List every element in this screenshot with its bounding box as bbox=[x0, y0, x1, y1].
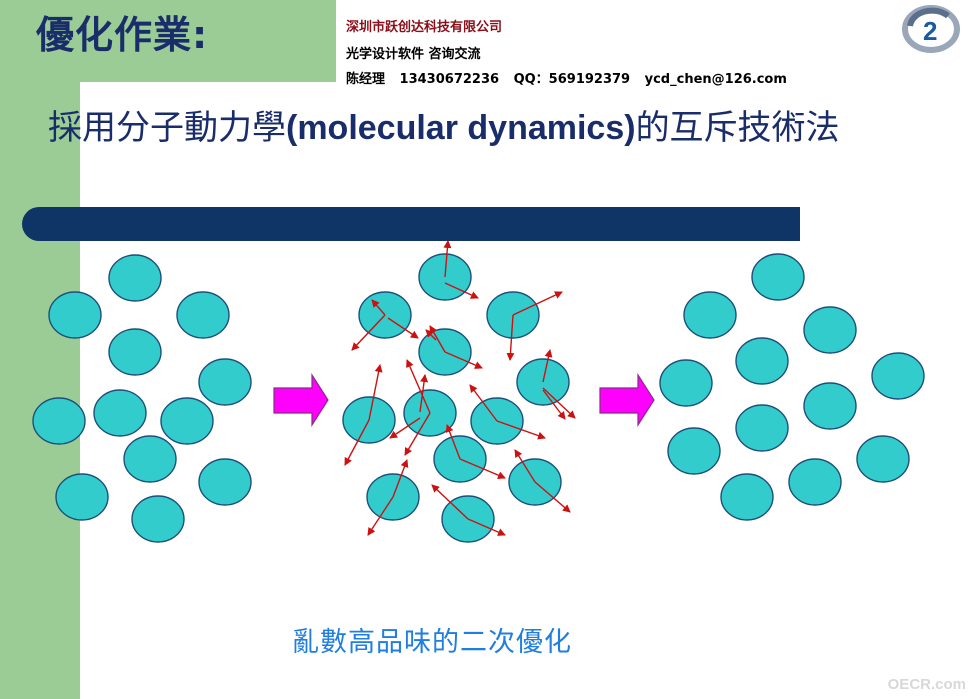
right-arrow-icon bbox=[273, 372, 329, 428]
svg-text:2: 2 bbox=[923, 16, 937, 46]
particles-before bbox=[32, 254, 252, 543]
red-arrow-icon bbox=[419, 374, 429, 413]
particle bbox=[32, 397, 86, 445]
red-arrow-icon bbox=[344, 419, 370, 466]
red-arrow-icon bbox=[512, 291, 563, 316]
particle bbox=[123, 435, 177, 483]
particle bbox=[93, 389, 147, 437]
heading-cn-after: 的互斥技術法 bbox=[635, 108, 840, 148]
particle bbox=[803, 306, 857, 354]
red-arrow-icon bbox=[404, 412, 431, 456]
contact-name: 陈经理 bbox=[346, 72, 386, 87]
particle bbox=[751, 253, 805, 301]
contact-phone: 13430672236 bbox=[399, 72, 500, 87]
slide-heading: 採用分子動力學(molecular dynamics)的互斥技術法 bbox=[48, 100, 840, 149]
red-arrow-icon bbox=[368, 364, 383, 421]
particle bbox=[667, 427, 721, 475]
particle bbox=[108, 328, 162, 376]
red-arrow-icon bbox=[469, 384, 498, 422]
red-arrow-icon bbox=[506, 314, 515, 361]
molecular-dynamics-diagram bbox=[32, 240, 925, 543]
particle bbox=[735, 404, 789, 452]
red-arrow-icon bbox=[444, 282, 479, 299]
particle bbox=[198, 458, 252, 506]
particle bbox=[720, 473, 774, 521]
red-arrow-icon bbox=[371, 299, 386, 316]
red-arrow-icon bbox=[459, 458, 506, 479]
particle bbox=[856, 435, 910, 483]
particle bbox=[803, 382, 857, 430]
red-arrow-icon bbox=[496, 420, 546, 440]
particle bbox=[788, 458, 842, 506]
red-arrow-icon bbox=[443, 240, 452, 278]
red-arrow-icon bbox=[425, 329, 437, 341]
particles-after bbox=[659, 253, 925, 521]
red-arrow-icon bbox=[389, 417, 421, 439]
particle bbox=[160, 397, 214, 445]
slide-caption: 亂數高品味的二次優化 bbox=[292, 627, 572, 658]
particle bbox=[871, 352, 925, 400]
velocity-arrows bbox=[344, 240, 576, 536]
header-bar bbox=[22, 207, 800, 241]
red-arrow-icon bbox=[444, 351, 483, 369]
particle bbox=[48, 291, 102, 339]
red-arrow-icon bbox=[542, 389, 566, 420]
particle bbox=[198, 358, 252, 406]
particle bbox=[55, 473, 109, 521]
heading-english: (molecular dynamics) bbox=[286, 109, 636, 147]
particle bbox=[659, 359, 713, 407]
red-arrow-icon bbox=[534, 481, 571, 513]
company-name: 深圳市跃创达科技有限公司 bbox=[346, 20, 503, 35]
particle bbox=[735, 337, 789, 385]
red-arrow-icon bbox=[514, 449, 536, 483]
contact-info: 陈经理 13430672236 QQ：569192379 ycd_chen@12… bbox=[346, 68, 797, 87]
red-arrow-icon bbox=[467, 518, 506, 536]
particles-middle bbox=[342, 253, 570, 543]
contact-qq: QQ：569192379 bbox=[513, 72, 631, 87]
right-arrow-icon bbox=[599, 372, 655, 428]
company-logo-icon: 2 bbox=[902, 5, 960, 53]
particle bbox=[683, 291, 737, 339]
company-tagline: 光学设计软件 咨询交流 bbox=[346, 47, 481, 62]
red-arrow-icon bbox=[351, 314, 386, 351]
green-band-left bbox=[0, 0, 80, 699]
watermark: OECR.com bbox=[887, 676, 966, 693]
red-arrow-icon bbox=[542, 387, 576, 419]
slide-title: 優化作業: bbox=[36, 13, 209, 57]
contact-email: ycd_chen@126.com bbox=[644, 72, 787, 87]
red-arrow-icon bbox=[431, 484, 469, 520]
red-arrow-icon bbox=[542, 349, 553, 383]
red-arrow-icon bbox=[406, 359, 431, 414]
particle bbox=[176, 291, 230, 339]
red-arrow-icon bbox=[367, 496, 394, 536]
red-arrow-icon bbox=[387, 317, 419, 339]
particle bbox=[131, 495, 185, 543]
red-arrow-icon bbox=[392, 459, 409, 498]
particle bbox=[108, 254, 162, 302]
red-arrow-icon bbox=[445, 424, 461, 460]
heading-cn-before: 採用分子動力學 bbox=[48, 108, 286, 148]
